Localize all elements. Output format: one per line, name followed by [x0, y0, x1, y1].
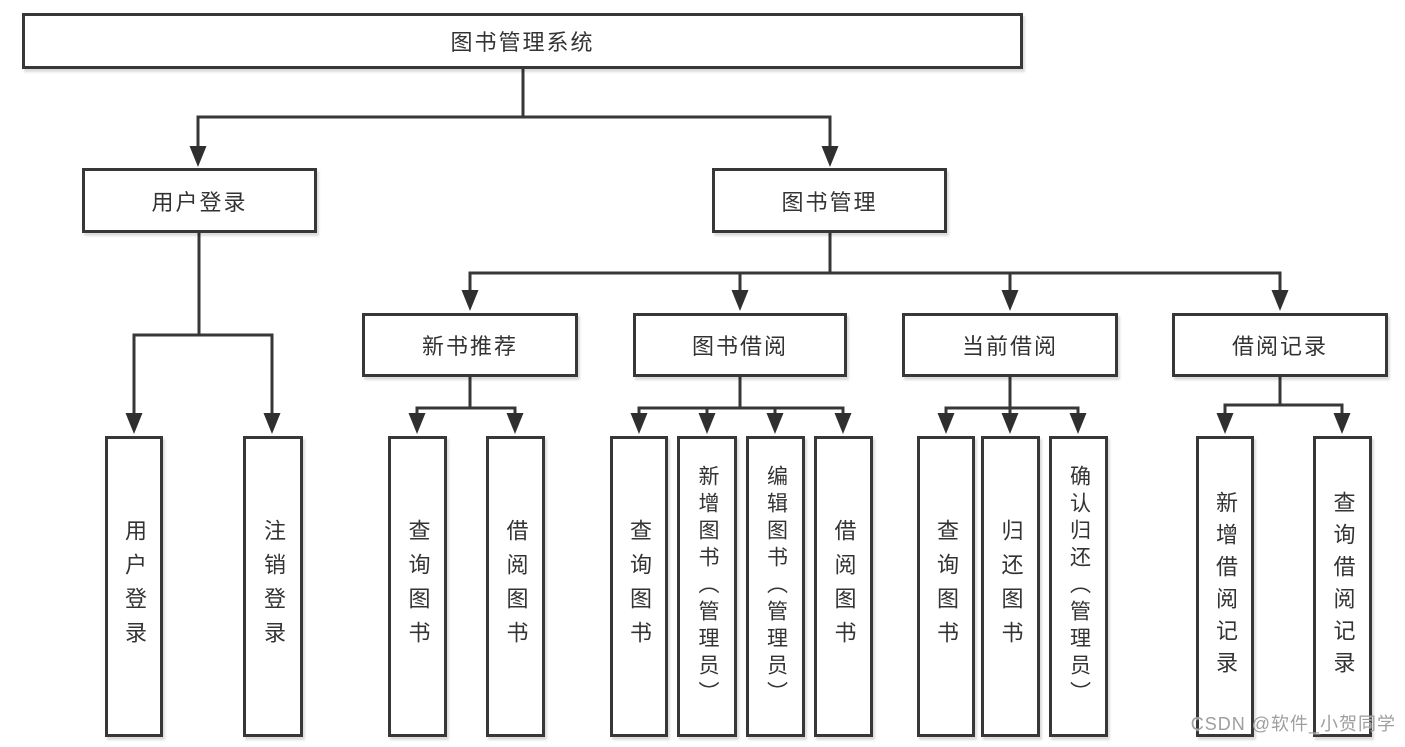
- leaf-edit-book-admin: 编辑图书（管理员）: [746, 436, 805, 737]
- leaf-label: 查询图书: [405, 518, 431, 655]
- node-book-management: 图书管理: [712, 168, 947, 233]
- leaf-label: 查询图书: [627, 518, 652, 655]
- leaf-query-books-current: 查询图书: [917, 436, 975, 737]
- leaf-query-borrow-record: 查询借阅记录: [1313, 436, 1372, 737]
- leaf-label: 新增借阅记录: [1213, 490, 1238, 683]
- node-label: 图书管理: [781, 189, 878, 215]
- leaf-label: 借阅图书: [831, 518, 857, 655]
- node-label: 图书借阅: [691, 334, 788, 359]
- watermark-text: CSDN @软件_小贺同学: [1190, 714, 1396, 734]
- leaf-confirm-return-admin: 确认归还（管理员）: [1049, 436, 1108, 737]
- leaf-label: 新增图书（管理员）: [696, 465, 719, 708]
- node-new-book-recommend: 新书推荐: [362, 313, 578, 377]
- leaf-label: 归还图书: [998, 518, 1024, 655]
- leaf-logout: 注销登录: [243, 436, 303, 737]
- leaf-borrow-books: 借阅图书: [814, 436, 873, 737]
- node-label: 借阅记录: [1231, 334, 1328, 359]
- leaf-label: 查询借阅记录: [1330, 490, 1356, 683]
- leaf-label: 用户登录: [122, 518, 147, 655]
- node-borrow-records: 借阅记录: [1172, 313, 1388, 377]
- leaf-label: 确认归还（管理员）: [1067, 465, 1091, 708]
- leaf-add-borrow-record: 新增借阅记录: [1196, 436, 1254, 737]
- leaf-borrow-books-recommend: 借阅图书: [486, 436, 545, 737]
- node-library-management-system: 图书管理系统: [22, 13, 1023, 69]
- node-book-borrow: 图书借阅: [633, 313, 847, 377]
- node-label: 当前借阅: [961, 334, 1058, 359]
- leaf-label: 注销登录: [261, 518, 286, 655]
- leaf-query-books-recommend: 查询图书: [388, 436, 447, 737]
- node-label: 新书推荐: [421, 334, 518, 359]
- leaf-query-books-borrow: 查询图书: [610, 436, 668, 737]
- leaf-label: 查询图书: [934, 518, 959, 655]
- node-label: 图书管理系统: [450, 30, 595, 55]
- node-label: 用户登录: [151, 189, 248, 215]
- node-current-borrow: 当前借阅: [902, 313, 1118, 377]
- leaf-label: 借阅图书: [503, 518, 529, 655]
- leaf-label: 编辑图书（管理员）: [764, 465, 788, 708]
- leaf-add-book-admin: 新增图书（管理员）: [677, 436, 737, 737]
- leaf-return-book: 归还图书: [981, 436, 1040, 737]
- node-user-login: 用户登录: [82, 168, 317, 233]
- leaf-user-login: 用户登录: [105, 436, 163, 737]
